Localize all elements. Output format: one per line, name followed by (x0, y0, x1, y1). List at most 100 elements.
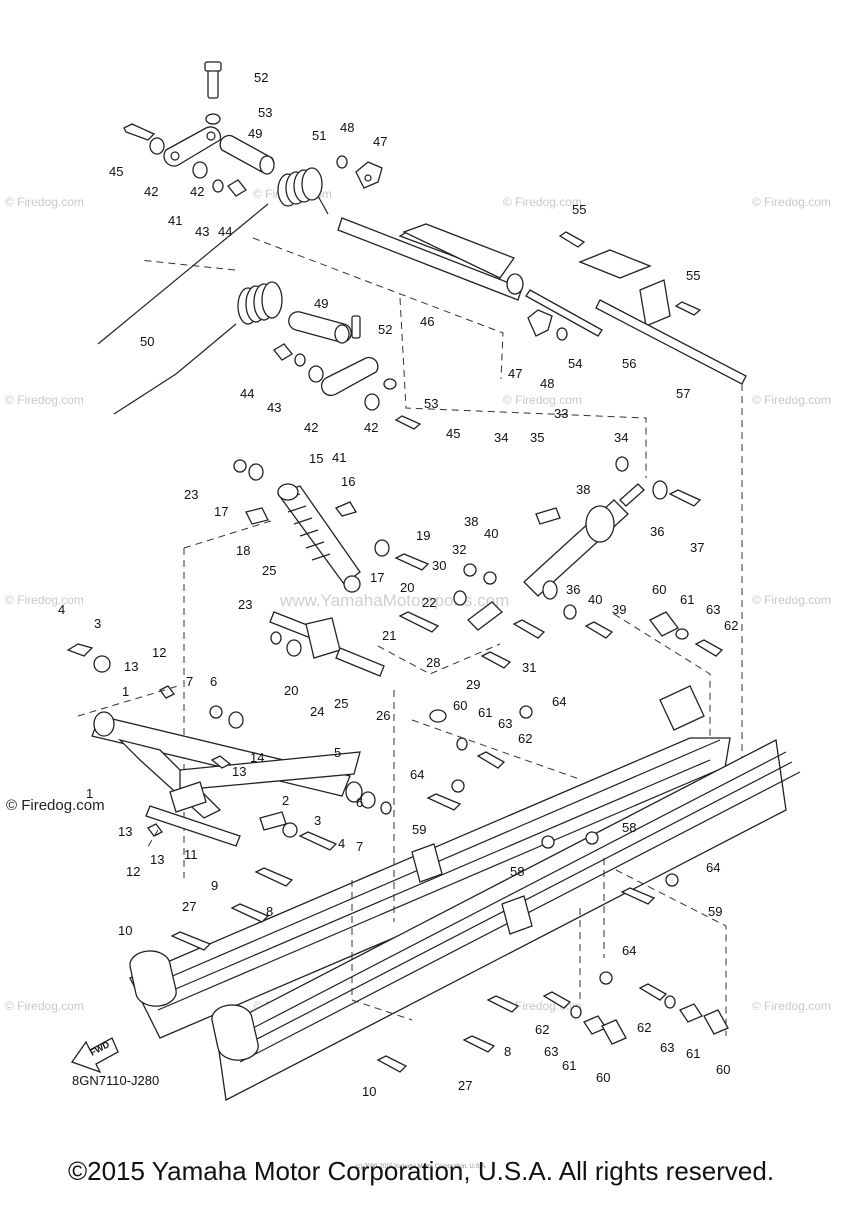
callout-number: 7 (356, 839, 363, 854)
callout-number: 29 (466, 677, 480, 692)
callout-number: 48 (540, 376, 554, 391)
callout-number: 31 (522, 660, 536, 675)
callout-number: 55 (572, 202, 586, 217)
callout-number: 22 (422, 595, 436, 610)
watermark: © Firedog.com (5, 393, 84, 407)
callout-number: 25 (334, 696, 348, 711)
arm-frame (402, 223, 516, 279)
callout-number: 30 (432, 558, 446, 573)
callout-number: 19 (416, 528, 430, 543)
callout-number: 43 (267, 400, 281, 415)
callout-number: 8 (266, 904, 273, 919)
rail-hardware (170, 690, 729, 1073)
callout-number: 52 (254, 70, 268, 85)
callout-number: 59 (708, 904, 722, 919)
callout-number: 27 (182, 899, 196, 914)
callout-number: 36 (650, 524, 664, 539)
upper-arm-assembly (97, 61, 747, 764)
callout-number: 15 (309, 451, 323, 466)
callout-number: 9 (211, 878, 218, 893)
callout-number: 27 (458, 1078, 472, 1093)
callout-number: 12 (152, 645, 166, 660)
callout-number: 49 (248, 126, 262, 141)
callout-number: 21 (382, 628, 396, 643)
callout-number: 49 (314, 296, 328, 311)
callout-number: 59 (412, 822, 426, 837)
arm-plate-41 (163, 126, 222, 167)
callout-number: 44 (240, 386, 254, 401)
callout-number: 3 (94, 616, 101, 631)
bushing-44 (227, 179, 247, 197)
callout-number: 17 (214, 504, 228, 519)
callout-number: 60 (596, 1070, 610, 1085)
callout-number: 45 (446, 426, 460, 441)
watermark: © Firedog.com (6, 797, 105, 814)
callout-number: 64 (706, 860, 720, 875)
callout-number: 10 (362, 1084, 376, 1099)
callout-number: 13 (118, 824, 132, 839)
callout-number: 42 (190, 184, 204, 199)
watermark: © Firedog.com (752, 195, 831, 209)
tiny-credit: (c) 2000-2015 Yamaha Motor Corporation, … (355, 1164, 487, 1170)
callout-number: 26 (376, 708, 390, 723)
callout-number: 61 (562, 1058, 576, 1073)
callout-number: 20 (400, 580, 414, 595)
callout-number: 63 (498, 716, 512, 731)
callout-number: 42 (304, 420, 318, 435)
callout-number: 42 (144, 184, 158, 199)
callout-number: 62 (518, 731, 532, 746)
shock-absorber-15 (245, 483, 361, 593)
callout-number: 57 (676, 386, 690, 401)
callout-number: 32 (452, 542, 466, 557)
watermark: © Firedog.com (752, 999, 831, 1013)
collar-42 (149, 137, 165, 155)
callout-number: 60 (652, 582, 666, 597)
callout-number: 47 (373, 134, 387, 149)
bolt-45 (123, 123, 156, 141)
callout-number: 5 (334, 745, 341, 760)
callout-number: 61 (680, 592, 694, 607)
callout-number: 41 (168, 213, 182, 228)
callout-number: 39 (612, 602, 626, 617)
callout-number: 36 (566, 582, 580, 597)
callout-number: 64 (622, 943, 636, 958)
bolt-52 (207, 67, 219, 99)
callout-number: 7 (186, 674, 193, 689)
shock-absorber-33 (523, 456, 702, 639)
callout-number: 42 (364, 420, 378, 435)
callout-number: 47 (508, 366, 522, 381)
watermark: © Firedog.com (5, 195, 84, 209)
callout-number: 6 (356, 795, 363, 810)
callout-number: 11 (184, 847, 198, 862)
link-28 (467, 601, 503, 631)
callout-number: 52 (378, 322, 392, 337)
callout-number: 24 (310, 704, 324, 719)
callout-number: 23 (238, 597, 252, 612)
callout-number: 17 (370, 570, 384, 585)
callout-number: 64 (552, 694, 566, 709)
torsion-spring-50 (113, 281, 283, 415)
callout-number: 13 (124, 659, 138, 674)
callout-number: 25 (262, 563, 276, 578)
watermark-url: www.YamahaMotorsports.com (279, 591, 509, 610)
rod-54 (525, 289, 603, 337)
shaft-46 (337, 217, 523, 301)
callout-number: 40 (588, 592, 602, 607)
callout-number: 4 (58, 602, 65, 617)
callout-number: 54 (568, 356, 582, 371)
middle-hardware (183, 459, 724, 878)
callout-number: 63 (660, 1040, 674, 1055)
fwd-arrow-icon: FWD (70, 1037, 119, 1074)
callout-number: 20 (284, 683, 298, 698)
slide-rail-right (211, 739, 801, 1101)
plate-24 (305, 617, 341, 659)
callout-number: 34 (494, 430, 508, 445)
callout-number: 6 (210, 674, 217, 689)
nut-53 (205, 113, 221, 125)
callout-number: 55 (686, 268, 700, 283)
callout-number: 48 (340, 120, 354, 135)
callout-number: 34 (614, 430, 628, 445)
callout-number: 58 (510, 864, 524, 879)
callout-number: 41 (332, 450, 346, 465)
